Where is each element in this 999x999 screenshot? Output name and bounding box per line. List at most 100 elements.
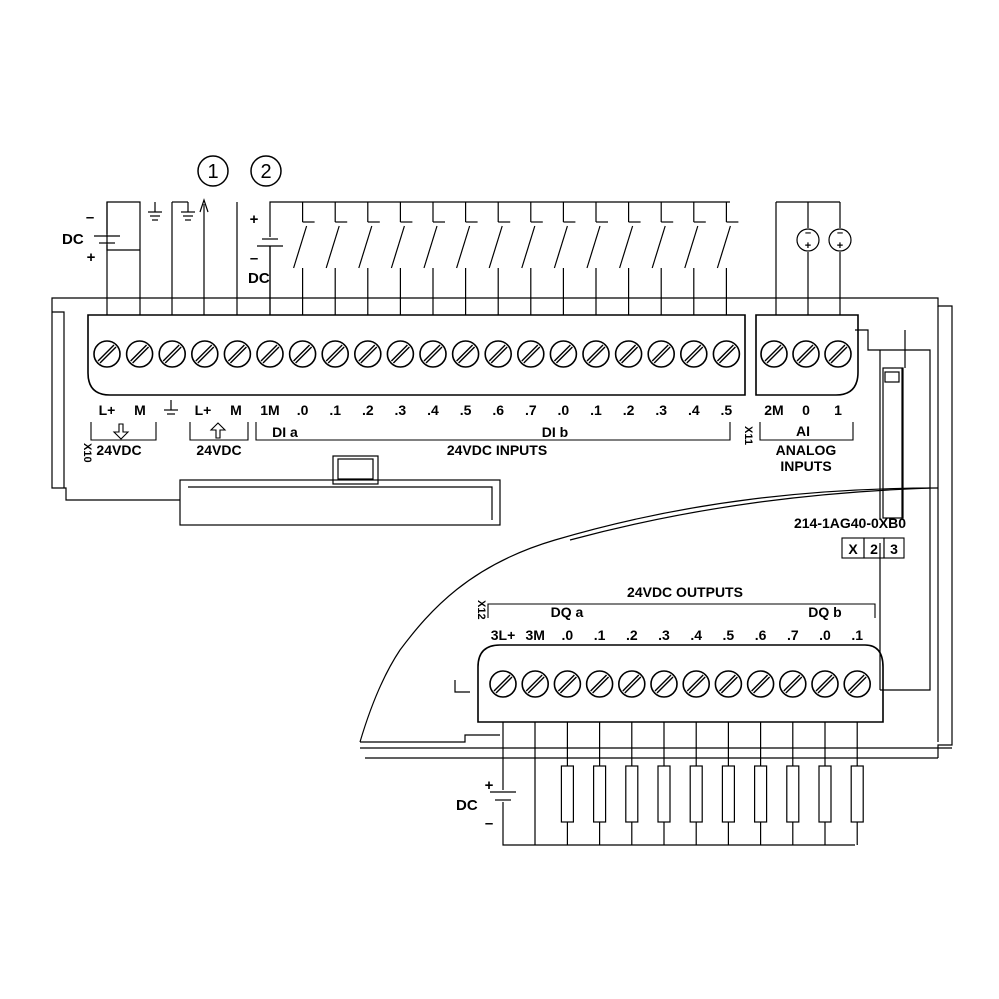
connector-x12: X12 — [475, 600, 487, 620]
input-switch — [390, 202, 413, 315]
input-terminal-label: .3 — [655, 402, 667, 418]
output-screw-terminal[interactable] — [617, 670, 646, 698]
power-terminal-label: M — [230, 402, 242, 418]
output-screw-terminal[interactable] — [811, 670, 839, 698]
output-screw-terminal[interactable] — [746, 670, 775, 698]
output-load — [689, 722, 703, 845]
output-terminal-labels: 3L+3M.0.1.2.3.4.5.6.7.0.1 — [491, 627, 864, 643]
input-terminal-label: .4 — [688, 402, 700, 418]
dqa-label: DQ a — [551, 604, 584, 620]
top-wiring — [94, 198, 730, 315]
output-terminal-block — [477, 644, 884, 723]
input-switch — [619, 202, 641, 315]
upper-screw-terminal[interactable] — [288, 340, 317, 368]
output-screw-terminal[interactable] — [553, 670, 582, 698]
input-terminal-label: .1 — [590, 402, 602, 418]
output-terminal-label: .5 — [723, 627, 735, 643]
input-switch — [325, 202, 348, 315]
upper-screw-terminal[interactable] — [549, 340, 578, 368]
upper-screw-terminal[interactable] — [386, 340, 415, 368]
dqb-label: DQ b — [808, 604, 841, 620]
input-terminal-label: .2 — [623, 402, 635, 418]
upper-screw-terminal[interactable] — [419, 340, 447, 368]
power-terminal-label: L+ — [99, 402, 116, 418]
input-terminal-labels: 1M.0.1.2.3.4.5.6.7.0.1.2.3.4.5 — [260, 402, 732, 418]
connector-x11: X11 — [742, 426, 754, 445]
callout-markers — [197, 155, 282, 187]
output-screw-terminal[interactable] — [489, 670, 517, 698]
output-screw-terminal[interactable] — [521, 670, 550, 698]
output-load — [850, 722, 864, 845]
analog-screw-terminal[interactable] — [760, 340, 788, 368]
upper-screw-terminal[interactable] — [614, 340, 643, 368]
analog-screw-terminal[interactable] — [792, 340, 820, 368]
upper-screw-terminal[interactable] — [353, 340, 382, 368]
upper-screw-terminal[interactable] — [582, 340, 610, 368]
upper-screw-terminal[interactable] — [93, 340, 121, 368]
upper-screw-terminal[interactable] — [158, 340, 186, 368]
input-terminal-label: .2 — [362, 402, 374, 418]
output-terminal-label: .7 — [787, 627, 799, 643]
power-terminal-label: L+ — [195, 402, 212, 418]
analog-terminal-label: 2M — [764, 402, 783, 418]
ai1-plus-sign: + — [837, 240, 843, 252]
upper-screw-terminal[interactable] — [516, 340, 545, 368]
output-screw-terminal[interactable] — [778, 670, 807, 698]
outputs-title: 24VDC OUTPUTS — [627, 584, 743, 600]
inputs-title: 24VDC INPUTS — [447, 442, 547, 458]
output-load — [657, 722, 671, 845]
callout-2: 2 — [260, 161, 271, 183]
output-screw-terminal[interactable] — [650, 670, 678, 698]
output-terminal-label: .1 — [594, 627, 606, 643]
output-screw-terminal[interactable] — [714, 670, 743, 698]
output-loads — [560, 722, 864, 845]
input-switches — [269, 202, 739, 315]
upper-screw-terminal[interactable] — [451, 340, 480, 368]
input-dc-plus: + — [250, 211, 259, 228]
upper-screw-terminal[interactable] — [125, 340, 154, 368]
input-switch — [293, 202, 315, 315]
input-terminal-label: .5 — [460, 402, 472, 418]
top-dc-plus: + — [87, 249, 96, 266]
upper-screw-terminal[interactable] — [321, 340, 350, 368]
analog-terminal-label: 0 — [802, 402, 810, 418]
upper-screw-terminal[interactable] — [191, 340, 219, 368]
upper-screw-terminal[interactable] — [712, 340, 741, 368]
output-dc-plus: + — [485, 777, 494, 794]
input-terminal-block — [87, 314, 859, 396]
dia-label: DI a — [272, 424, 298, 440]
input-switch — [488, 202, 511, 315]
upper-screw-terminal[interactable] — [484, 340, 513, 368]
output-dc-minus: – — [485, 815, 493, 832]
input-terminal-label: .4 — [427, 402, 439, 418]
upper-screw-terminal[interactable] — [256, 340, 284, 368]
input-terminal-label: .0 — [558, 402, 570, 418]
output-terminal-label: 3L+ — [491, 627, 516, 643]
callout-1: 1 — [207, 161, 218, 183]
input-switch — [358, 202, 380, 315]
output-terminal-label: .0 — [819, 627, 831, 643]
input-switch — [716, 202, 739, 315]
upper-screw-terminal[interactable] — [223, 340, 252, 368]
input-terminal-label: .7 — [525, 402, 537, 418]
input-terminal-label: .3 — [395, 402, 407, 418]
output-screw-terminal[interactable] — [843, 670, 872, 698]
upper-screw-terminal[interactable] — [679, 340, 708, 368]
upper-screw-terminal[interactable] — [647, 340, 676, 368]
analog-title-2: INPUTS — [780, 458, 831, 474]
output-terminal-label: .6 — [755, 627, 767, 643]
output-load — [721, 722, 736, 845]
power-terminal-label: M — [134, 402, 146, 418]
output-load — [753, 722, 768, 845]
dib-label: DI b — [542, 424, 568, 440]
output-screw-terminal[interactable] — [682, 670, 711, 698]
analog-screw-terminal[interactable] — [824, 340, 852, 368]
output-load — [560, 722, 575, 845]
output-terminal-label: .1 — [851, 627, 863, 643]
top-dc-minus: – — [86, 209, 94, 226]
output-screw-terminal[interactable] — [585, 670, 614, 698]
sensor-supply-label: 24VDC — [96, 442, 141, 458]
output-brackets — [487, 603, 876, 618]
housing-outline — [51, 297, 953, 759]
